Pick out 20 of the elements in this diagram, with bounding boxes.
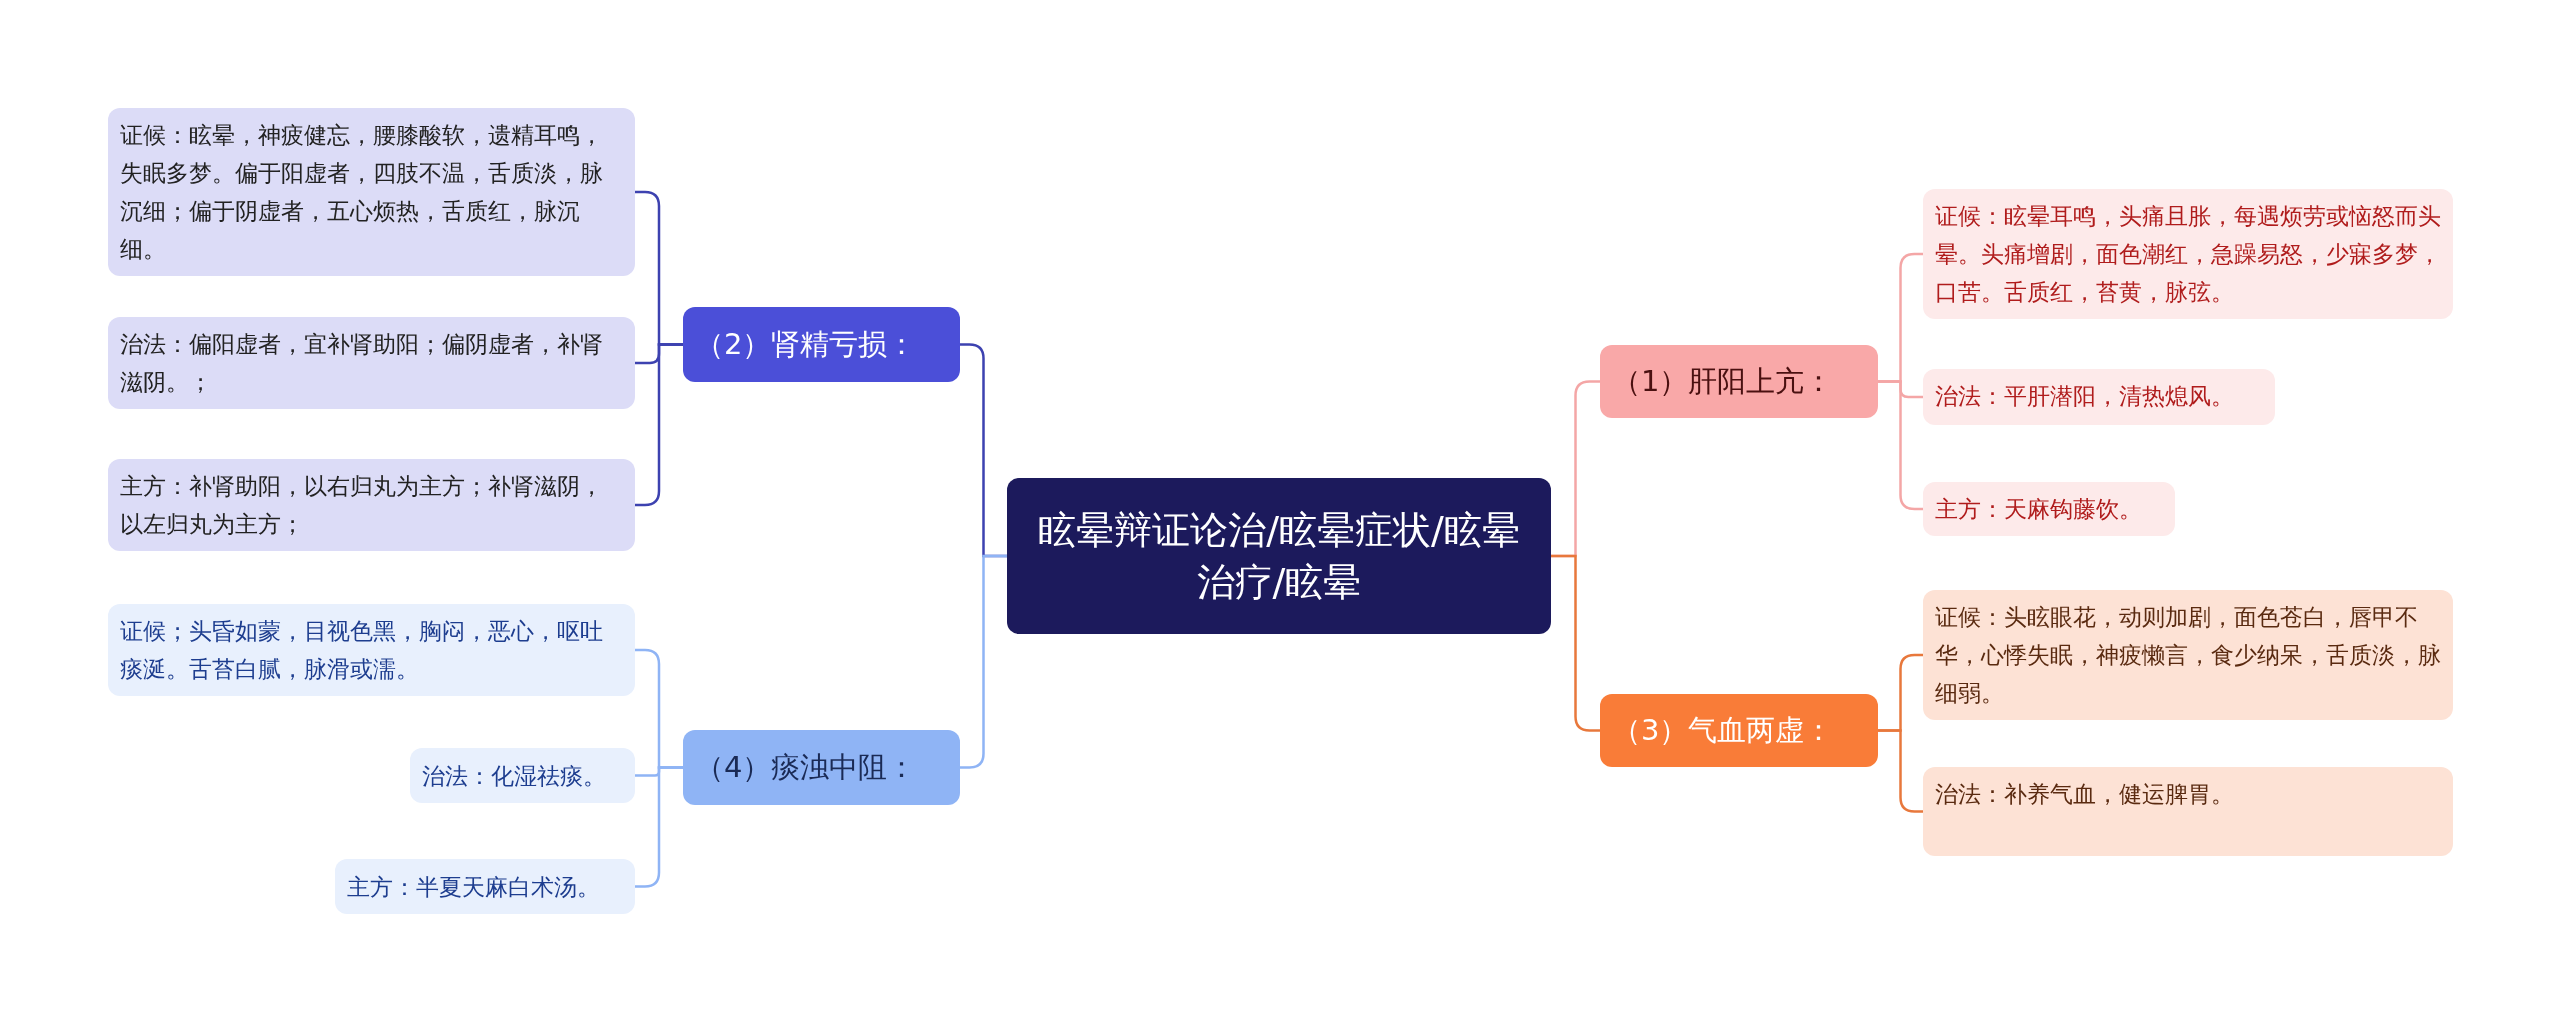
- subtopic: 主方：补肾助阳，以右归丸为主方；补肾滋阴，以左归丸为主方；: [108, 459, 635, 551]
- branch-topic: （1）肝阳上亢：: [1600, 345, 1878, 418]
- subtopic: 治法：补养气血，健运脾胃。: [1923, 767, 2453, 856]
- subtopic: 证候：头眩眼花，动则加剧，面色苍白，唇甲不华，心悸失眠，神疲懒言，食少纳呆，舌质淡，脉细弱。: [1923, 590, 2453, 720]
- subtopic: 主方：半夏天麻白术汤。: [335, 859, 635, 914]
- subtopic: 证候；头昏如蒙，目视色黑，胸闷，恶心，呕吐痰涎。舌苔白腻，脉滑或濡。: [108, 604, 635, 696]
- subtopic: 主方：天麻钩藤饮。: [1923, 482, 2175, 536]
- central-topic: 眩晕辩证论治/眩晕症状/眩晕治疗/眩晕: [1007, 478, 1551, 634]
- subtopic: 证候：眩晕耳鸣，头痛且胀，每遇烦劳或恼怒而头晕。头痛增剧，面色潮红，急躁易怒，少寐多梦，口苦。舌质红，苔黄，脉弦。: [1923, 189, 2453, 319]
- subtopic: 治法：偏阳虚者，宜补肾助阳；偏阴虚者，补肾滋阴。；: [108, 317, 635, 409]
- branch-topic: （2）肾精亏损：: [683, 307, 960, 382]
- connector: [1878, 380, 1923, 511]
- connector: [1878, 729, 1923, 813]
- subtopic: 治法：平肝潜阳，清热熄风。: [1923, 369, 2275, 425]
- branch-topic: （3）气血两虚：: [1600, 694, 1878, 767]
- connector: [635, 343, 683, 507]
- subtopic: 证候：眩晕，神疲健忘，腰膝酸软，遗精耳鸣，失眠多梦。偏于阳虚者，四肢不温，舌质淡，脉沉细；偏于阴虚者，五心烦热，舌质红，脉沉细。: [108, 108, 635, 276]
- subtopic: 治法：化湿祛痰。: [410, 748, 635, 803]
- connector: [960, 554, 1007, 769]
- branch-topic: （4）痰浊中阻：: [683, 730, 960, 805]
